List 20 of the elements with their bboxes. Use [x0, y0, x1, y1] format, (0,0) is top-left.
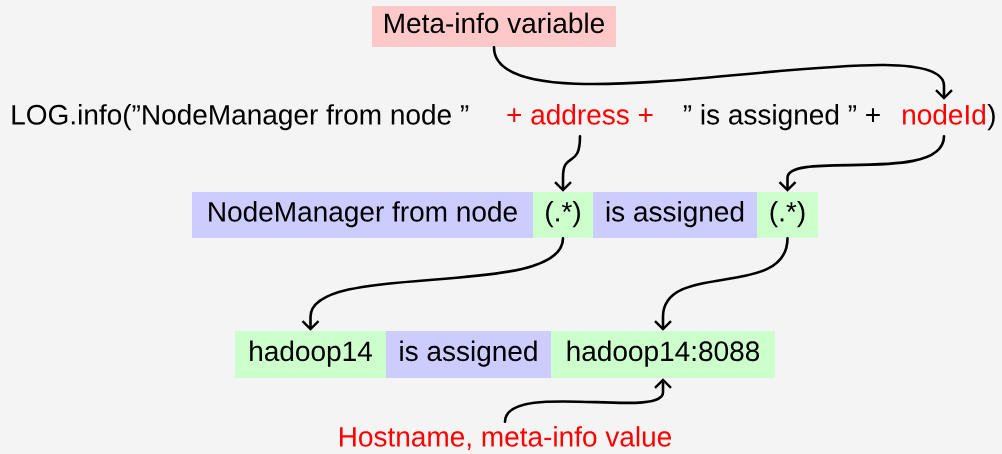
curved-arrow	[492, 45, 953, 100]
curved-arrow	[554, 134, 582, 192]
code-variable: nodeId	[903, 104, 985, 125]
code-text: ” is assigned ” +	[683, 104, 880, 131]
curved-arrow	[654, 236, 789, 331]
label-box: Meta-info variable	[372, 6, 616, 47]
template-box: is assigned	[386, 331, 551, 378]
value-box: hadoop14:8088	[551, 331, 775, 378]
curved-arrow	[301, 236, 565, 331]
annotation-text: Hostname, meta-info value	[340, 426, 671, 450]
value-box: hadoop14	[235, 331, 386, 378]
template-box: is assigned	[593, 192, 757, 238]
curved-arrow	[503, 378, 672, 424]
template-box: NodeManager from node	[192, 192, 533, 238]
wildcard-box: (.*)	[533, 192, 593, 238]
code-text: )	[987, 104, 995, 131]
curved-arrow	[778, 134, 946, 192]
code-text: LOG.info(”NodeManager from node ”	[12, 104, 469, 131]
code-variable: + address +	[507, 104, 653, 125]
wildcard-box: (.*)	[757, 192, 818, 238]
